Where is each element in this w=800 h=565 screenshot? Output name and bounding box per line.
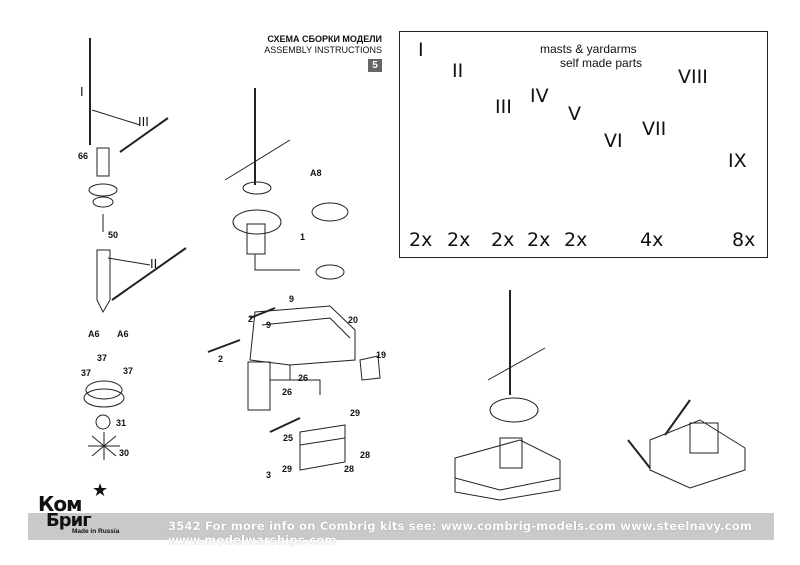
- parts-title: masts & yardarms self made parts: [540, 42, 642, 70]
- part-number: 66: [78, 151, 89, 161]
- part-number: A6: [88, 329, 100, 339]
- part-count: 2x: [491, 229, 515, 251]
- parts-title-line2: self made parts: [560, 56, 643, 70]
- part-number: 28: [344, 464, 355, 474]
- part-number: 37: [123, 366, 134, 376]
- part-number: 26: [282, 387, 293, 397]
- part-number: 37: [97, 353, 108, 363]
- combrig-logo: ★ Ком Бриг Made in Russia: [36, 480, 132, 538]
- part-count: 2x: [564, 229, 588, 251]
- part-count: 2x: [527, 229, 551, 251]
- part-number: 31: [116, 418, 127, 428]
- part-number: 2: [248, 314, 254, 324]
- part-number: 1: [300, 232, 306, 242]
- part-number: 9: [289, 294, 295, 304]
- part-number: 50: [108, 230, 119, 240]
- yard-label: II: [150, 256, 158, 271]
- part-number: 3: [266, 470, 272, 480]
- part-label: IX: [728, 150, 747, 172]
- part-number: 28: [360, 450, 371, 460]
- part-number: 19: [376, 350, 387, 360]
- part-count: 8x: [732, 229, 756, 251]
- part-number: A6: [117, 329, 129, 339]
- part-count: 2x: [447, 229, 471, 251]
- part-count: 4x: [640, 229, 664, 251]
- part-number: 29: [282, 464, 293, 474]
- part-number: 29: [350, 408, 361, 418]
- part-label: I: [418, 39, 424, 61]
- part-label: VI: [604, 130, 623, 152]
- yard-label: III: [138, 114, 149, 129]
- logo-line1: Ком: [38, 492, 82, 516]
- part-number: 20: [348, 315, 359, 325]
- part-label: VIII: [678, 66, 708, 88]
- footer-bar: 3542 For more info on Combrig kits see: …: [28, 513, 774, 547]
- part-label: VII: [642, 118, 667, 140]
- footer-links: 3542 For more info on Combrig kits see: …: [168, 519, 753, 547]
- part-label: V: [568, 103, 581, 125]
- part-number: 37: [81, 368, 92, 378]
- logo-line3: Made in Russia: [72, 528, 120, 535]
- part-count: 2x: [409, 229, 433, 251]
- logo-line2: Бриг: [46, 510, 92, 531]
- part-number: 26: [298, 373, 309, 383]
- title-en: ASSEMBLY INSTRUCTIONS: [264, 45, 382, 55]
- page-number: 5: [368, 59, 382, 72]
- part-label: II: [452, 60, 464, 82]
- part-label: IV: [530, 85, 549, 107]
- parts-panel: masts & yardarms self made parts: [399, 31, 768, 258]
- title-ru: СХЕМА СБОРКИ МОДЕЛИ: [267, 34, 382, 44]
- parts-title-line1: masts & yardarms: [540, 42, 637, 56]
- star-icon: ★: [92, 480, 109, 500]
- part-number: A8: [310, 168, 322, 178]
- part-number: 2: [218, 354, 224, 364]
- part-number: 30: [119, 448, 130, 458]
- part-number: 9: [266, 320, 272, 330]
- part-label: III: [495, 96, 512, 118]
- mast-label: I: [80, 84, 84, 99]
- sheet-header: СХЕМА СБОРКИ МОДЕЛИ ASSEMBLY INSTRUCTION…: [258, 34, 382, 72]
- part-number: 25: [283, 433, 294, 443]
